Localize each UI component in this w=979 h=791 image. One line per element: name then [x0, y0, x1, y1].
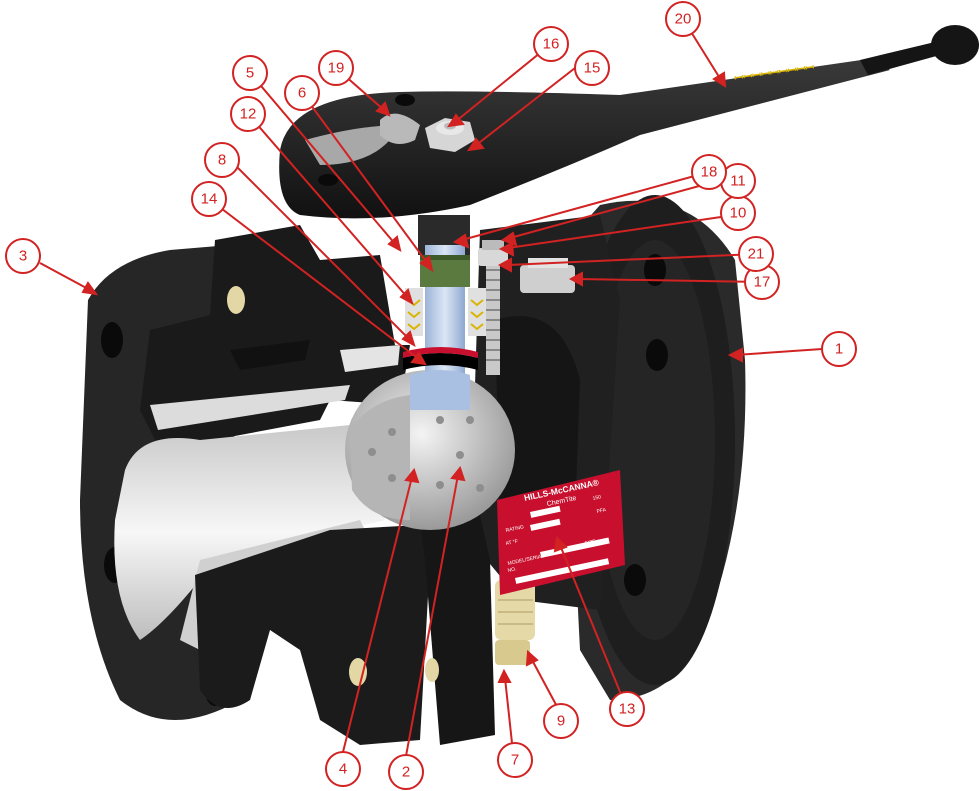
svg-text:5: 5: [246, 65, 254, 82]
nameplate-pressure: 150: [592, 494, 602, 502]
ball: [345, 370, 515, 530]
flange-bolt-hole: [624, 564, 646, 596]
callout-21: 21: [738, 236, 774, 272]
callout-14: 14: [191, 181, 227, 217]
nameplate-lining: PFA: [596, 507, 607, 515]
svg-text:6: 6: [298, 85, 306, 102]
callout-6: 6: [284, 75, 320, 111]
svg-text:15: 15: [584, 60, 601, 77]
body-cutaway-upper: [140, 225, 410, 450]
callout-16: 16: [533, 26, 569, 62]
callout-18: 18: [691, 154, 727, 190]
svg-text:21: 21: [748, 246, 765, 263]
callout-5: 5: [232, 55, 268, 91]
callout-7: 7: [497, 742, 533, 778]
callout-leaders: [39, 18, 823, 757]
svg-text:7: 7: [511, 752, 519, 769]
callouts: 1 2 3 4 5 6 7 8 9 10 11 12 13 14 15 16 1…: [5, 1, 857, 790]
svg-text:13: 13: [619, 701, 636, 718]
svg-text:9: 9: [557, 713, 565, 730]
callout-4: 4: [325, 751, 361, 787]
drain-plug: [495, 580, 535, 665]
svg-text:11: 11: [730, 173, 746, 190]
handle-nut: [425, 118, 475, 152]
svg-text:10: 10: [730, 205, 747, 222]
svg-text:18: 18: [701, 164, 718, 181]
callout-15: 15: [574, 50, 610, 86]
stem-assembly: [403, 215, 486, 410]
callout-10: 10: [720, 195, 756, 231]
callout-9: 9: [543, 703, 579, 739]
body-cutaway-lower: [195, 515, 495, 745]
svg-text:14: 14: [201, 191, 218, 208]
nameplate-no: NO.: [507, 566, 517, 574]
svg-text:2: 2: [402, 764, 410, 781]
handle: ꟷꟷꟷꟷꟷꟷꟷꟷꟷ: [279, 25, 979, 219]
svg-text:3: 3: [19, 248, 27, 265]
flange-bolt-hole: [646, 339, 668, 371]
svg-text:8: 8: [218, 152, 226, 169]
svg-text:16: 16: [543, 36, 560, 53]
svg-text:20: 20: [675, 11, 692, 28]
nameplate: HILLS-McCANNA® ChemTite RATING AT °F MOD…: [497, 470, 625, 595]
handle-knob: [931, 25, 979, 65]
callout-13: 13: [609, 691, 645, 727]
callout-20: 20: [665, 1, 701, 37]
callout-12: 12: [230, 96, 266, 132]
nameplate-at: AT °F: [505, 539, 518, 547]
svg-text:17: 17: [754, 274, 771, 291]
callout-17: 17: [744, 264, 780, 300]
svg-text:4: 4: [339, 761, 347, 778]
callout-1: 1: [821, 331, 857, 367]
svg-text:12: 12: [240, 106, 257, 123]
callout-19: 19: [318, 50, 354, 86]
nameplate-rating: RATING: [505, 524, 524, 534]
callout-8: 8: [204, 142, 240, 178]
flange-bolt-hole: [644, 254, 666, 286]
callout-3: 3: [5, 238, 41, 274]
callout-2: 2: [388, 754, 424, 790]
svg-text:1: 1: [835, 341, 843, 358]
svg-text:19: 19: [328, 60, 345, 77]
flange-bolt-hole: [101, 322, 123, 358]
